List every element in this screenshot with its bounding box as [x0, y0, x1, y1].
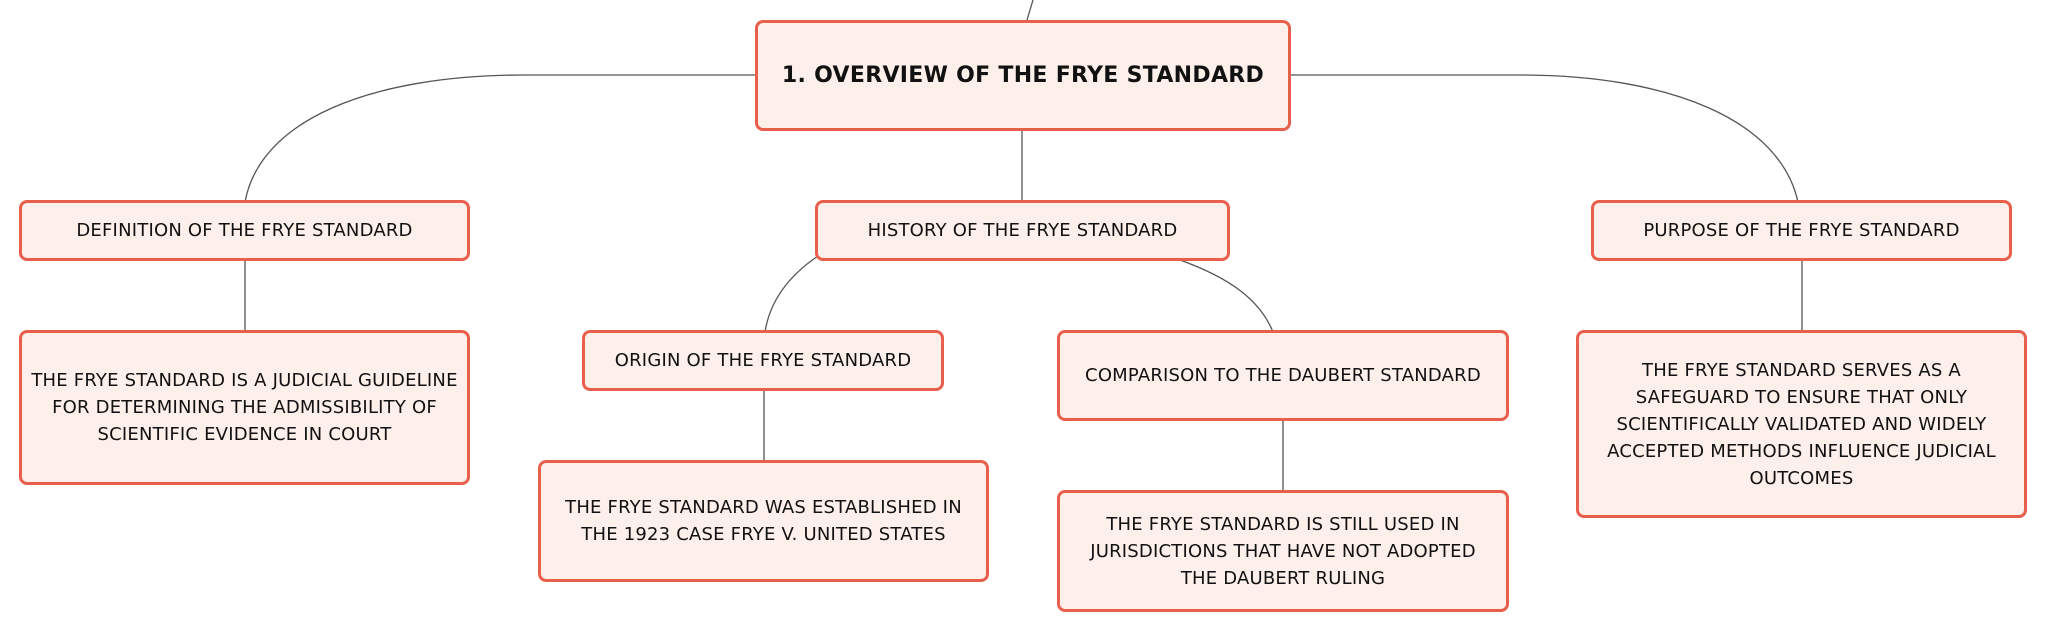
comparison-topic-label: COMPARISON TO THE DAUBERT STANDARD — [1085, 365, 1481, 386]
comparison-topic-node[interactable]: COMPARISON TO THE DAUBERT STANDARD — [1057, 330, 1509, 421]
connector-history-to-origin — [764, 255, 819, 333]
purpose-detail-node[interactable]: THE FRYE STANDARD SERVES AS A SAFEGUARD … — [1576, 330, 2027, 518]
root-topic-node[interactable]: 1. OVERVIEW OF THE FRYE STANDARD — [755, 20, 1291, 131]
comparison-detail-text: THE FRYE STANDARD IS STILL USED IN JURIS… — [1090, 513, 1476, 589]
origin-detail-node[interactable]: THE FRYE STANDARD WAS ESTABLISHED IN THE… — [538, 460, 989, 582]
connector-parent-to-root — [1026, 0, 1034, 21]
definition-detail-node[interactable]: THE FRYE STANDARD IS A JUDICIAL GUIDELIN… — [19, 330, 470, 485]
origin-detail-text: THE FRYE STANDARD WAS ESTABLISHED IN THE… — [565, 497, 962, 545]
connector-root-to-purpose — [1290, 74, 1799, 203]
purpose-detail-text: THE FRYE STANDARD SERVES AS A SAFEGUARD … — [1607, 359, 1996, 489]
connector-root-to-definition — [244, 74, 755, 203]
history-topic-label: HISTORY OF THE FRYE STANDARD — [867, 220, 1178, 241]
purpose-topic-label: PURPOSE OF THE FRYE STANDARD — [1643, 220, 1960, 241]
connector-history-to-comparison — [1179, 259, 1274, 333]
origin-topic-node[interactable]: ORIGIN OF THE FRYE STANDARD — [582, 330, 944, 391]
comparison-detail-node[interactable]: THE FRYE STANDARD IS STILL USED IN JURIS… — [1057, 490, 1509, 612]
definition-topic-label: DEFINITION OF THE FRYE STANDARD — [76, 220, 413, 241]
root-topic-label: 1. OVERVIEW OF THE FRYE STANDARD — [781, 63, 1265, 88]
history-topic-node[interactable]: HISTORY OF THE FRYE STANDARD — [815, 200, 1230, 261]
definition-detail-text: THE FRYE STANDARD IS A JUDICIAL GUIDELIN… — [31, 370, 458, 445]
origin-topic-label: ORIGIN OF THE FRYE STANDARD — [614, 350, 912, 371]
definition-topic-node[interactable]: DEFINITION OF THE FRYE STANDARD — [19, 200, 470, 261]
purpose-topic-node[interactable]: PURPOSE OF THE FRYE STANDARD — [1591, 200, 2012, 261]
